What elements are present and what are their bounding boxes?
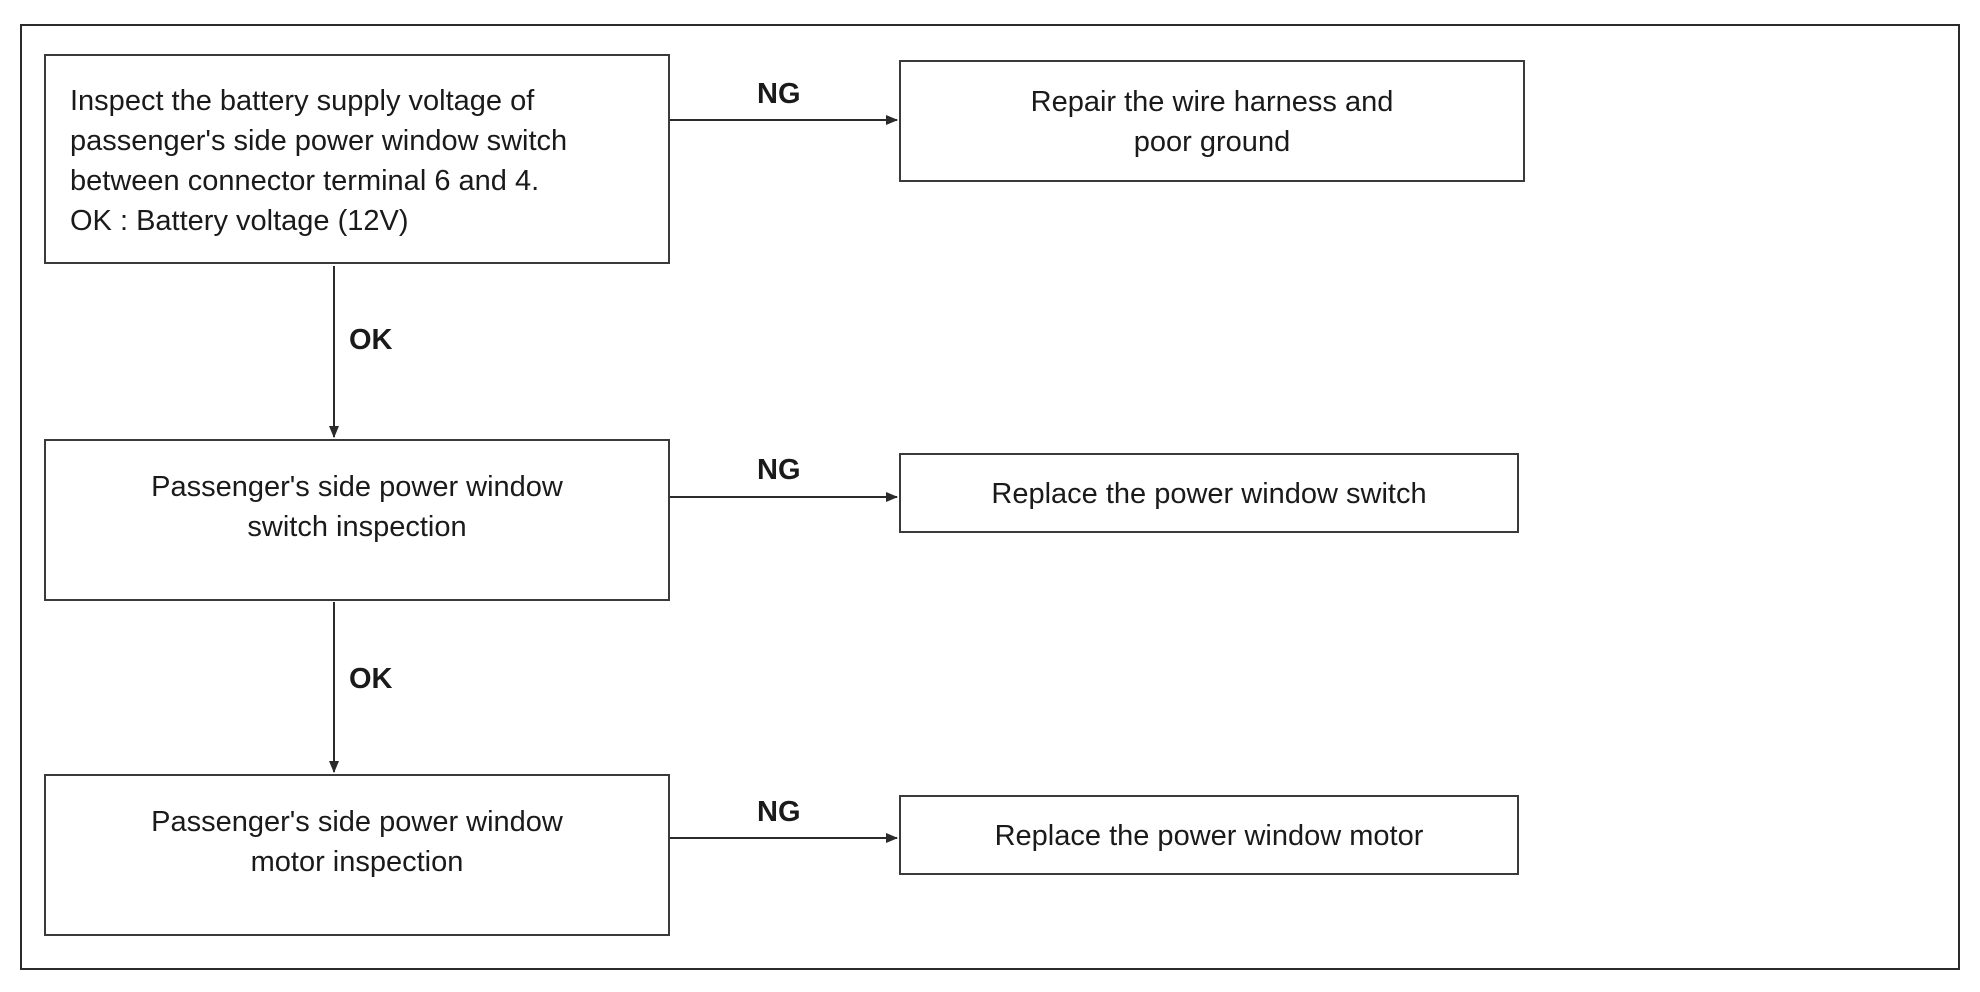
outcome-line: poor ground bbox=[1133, 126, 1291, 158]
step-box-motor-inspection: Passenger's side power window motor insp… bbox=[44, 774, 670, 936]
step-line: OK : Battery voltage (12V) bbox=[70, 205, 409, 237]
step-box-battery-voltage: Inspect the battery supply voltage of pa… bbox=[44, 54, 670, 264]
ng-label-step3: NG bbox=[757, 796, 801, 828]
step-line: switch inspection bbox=[247, 511, 467, 543]
step-line: passenger's side power window switch bbox=[70, 125, 568, 157]
outcome-line: Replace the power window switch bbox=[991, 478, 1427, 510]
outcome-box-replace-switch: Replace the power window switch bbox=[899, 453, 1519, 533]
ok-label-step1: OK bbox=[349, 324, 393, 356]
ok-label-step2: OK bbox=[349, 663, 393, 695]
step-line: Inspect the battery supply voltage of bbox=[70, 85, 535, 117]
step-line: Passenger's side power window bbox=[151, 806, 563, 838]
ng-label-step1: NG bbox=[757, 78, 801, 110]
step-box-switch-inspection: Passenger's side power window switch ins… bbox=[44, 439, 670, 601]
outcome-box-replace-motor: Replace the power window motor bbox=[899, 795, 1519, 875]
diagram-frame bbox=[20, 24, 1960, 970]
step-line: Passenger's side power window bbox=[151, 471, 563, 503]
ng-label-step2: NG bbox=[757, 454, 801, 486]
outcome-box-repair-harness: Repair the wire harness and poor ground bbox=[899, 60, 1525, 182]
outcome-line: Repair the wire harness and bbox=[1030, 86, 1394, 118]
step-line: between connector terminal 6 and 4. bbox=[70, 165, 540, 197]
outcome-line: Replace the power window motor bbox=[994, 820, 1424, 852]
step-line: motor inspection bbox=[250, 846, 464, 878]
